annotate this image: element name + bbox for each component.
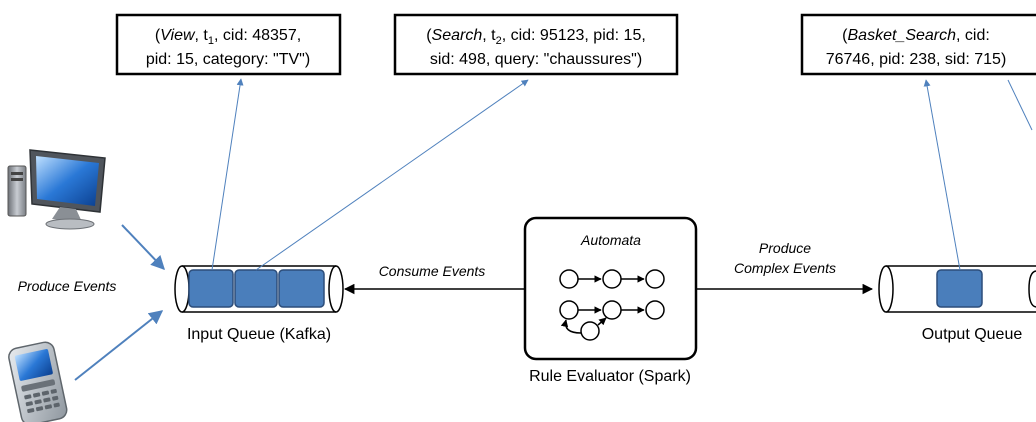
output-queue	[878, 265, 1036, 313]
automata-graph	[559, 269, 665, 341]
desktop-to-queue-arrow	[121, 224, 165, 271]
output-queue-event-block	[936, 269, 983, 308]
produce-events-label: Produce Events	[18, 278, 117, 294]
desktop-computer-icon	[7, 149, 106, 230]
view-event-arrow	[211, 78, 244, 271]
input-queue-event-block	[278, 269, 325, 308]
output-queue-side-line	[1007, 79, 1033, 131]
input-queue-event-block	[188, 269, 234, 308]
basket-search-event-box: (Basket_Search, cid: 76746, pid: 238, si…	[800, 13, 1036, 76]
produce-complex-label-2: Complex Events	[734, 260, 836, 276]
search-event-arrow	[255, 79, 529, 271]
mobile-phone-icon	[8, 341, 68, 422]
basket-search-event-line2: 76746, pid: 238, sid: 715)	[826, 51, 1007, 68]
input-queue	[174, 265, 344, 313]
basket-search-event-line1: (Basket_Search, cid:	[842, 27, 990, 44]
search-event-line2: sid: 498, query: "chaussures")	[430, 51, 642, 68]
view-event-box: (View, t1, cid: 48357, pid: 15, category…	[115, 13, 342, 76]
produce-complex-label-1: Produce	[759, 240, 811, 256]
consume-events-label: Consume Events	[379, 263, 486, 279]
phone-to-queue-arrow	[74, 310, 164, 381]
view-event-line1: (View, t1, cid: 48357,	[155, 27, 301, 47]
rule-evaluator-box: Automata	[523, 216, 698, 361]
search-event-line1: (Search, t2, cid: 95123, pid: 15,	[426, 27, 646, 47]
input-queue-label: Input Queue (Kafka)	[187, 326, 331, 343]
input-queue-event-block	[234, 269, 278, 308]
output-queue-label: Output Queue	[922, 326, 1023, 343]
basket-search-event-arrow	[923, 79, 961, 271]
automata-label: Automata	[580, 232, 641, 248]
view-event-line2: pid: 15, category: "TV")	[146, 51, 310, 68]
search-event-box: (Search, t2, cid: 95123, pid: 15, sid: 4…	[393, 13, 679, 76]
rule-evaluator-label: Rule Evaluator (Spark)	[529, 368, 691, 385]
